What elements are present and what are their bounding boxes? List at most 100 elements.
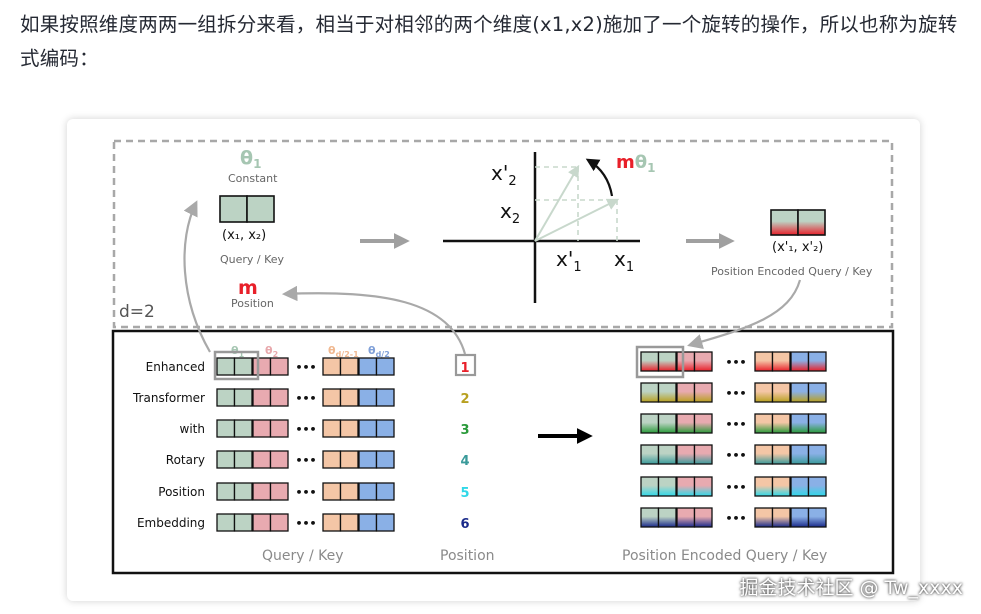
embedding-cell — [269, 388, 289, 407]
encoded-label-top: Position Encoded Query / Key — [711, 265, 873, 278]
encoded-cell — [676, 382, 696, 403]
embedding-cell — [252, 513, 272, 532]
theta-header-label: θ1 — [231, 344, 245, 359]
encoded-cell — [657, 507, 677, 528]
encoded-cell — [676, 476, 696, 497]
position-number: 6 — [460, 517, 469, 532]
encoded-cell — [807, 413, 827, 434]
encoded-pair-cells — [770, 209, 826, 236]
ellipsis: ••• — [295, 423, 316, 436]
highlight-encoded-pair — [635, 345, 685, 379]
embedding-cell — [252, 482, 272, 501]
ellipsis: ••• — [725, 356, 746, 369]
embedding-cell — [339, 419, 359, 438]
encoded-cell — [676, 507, 696, 528]
encoded-cell — [640, 413, 660, 434]
encoded-cell — [657, 382, 677, 403]
highlight-first-pair — [213, 350, 260, 381]
ellipsis: ••• — [295, 486, 316, 499]
embedding-cell — [339, 513, 359, 532]
encoded-cell — [807, 351, 827, 372]
token-word: Position — [158, 485, 205, 499]
embedding-cell — [375, 419, 395, 438]
encoded-cell — [754, 413, 774, 434]
embedding-cell — [358, 513, 378, 532]
embedding-cell — [375, 388, 395, 407]
embedding-cell — [322, 388, 342, 407]
encoded-cell — [640, 351, 660, 372]
encoded-cell — [693, 413, 713, 434]
embedding-cell — [233, 419, 253, 438]
highlight-position-1 — [454, 353, 477, 377]
encoded-cell — [790, 507, 810, 528]
encoded-cell — [771, 413, 791, 434]
embedding-cell — [358, 450, 378, 469]
embedding-cell — [322, 513, 342, 532]
embedding-cell — [375, 482, 395, 501]
encoded-cell — [771, 382, 791, 403]
embedding-cell — [375, 357, 395, 376]
token-word: Rotary — [166, 453, 205, 467]
token-word: Transformer — [132, 391, 205, 405]
encoded-rows: •••••••••••••••••• — [640, 351, 827, 528]
encoded-cell — [657, 444, 677, 465]
embedding-cell — [339, 388, 359, 407]
bottom-box — [111, 329, 895, 575]
ellipsis: ••• — [295, 454, 316, 467]
encoded-cell — [807, 444, 827, 465]
encoded-cell — [807, 507, 827, 528]
embedding-cell — [269, 450, 289, 469]
encoded-cell — [640, 382, 660, 403]
encoded-cell — [754, 476, 774, 497]
encoded-cell — [657, 351, 677, 372]
embedding-cell — [339, 357, 359, 376]
rotation-plot — [443, 152, 640, 303]
encoded-cell — [771, 507, 791, 528]
intro-paragraph: 如果按照维度两两一组拆分来看，相当于对相邻的两个维度(x1,x2)施加了一个旋转… — [20, 13, 958, 70]
embedding-cell — [269, 419, 289, 438]
embedding-cell — [216, 388, 236, 407]
embedding-cell — [252, 419, 272, 438]
embedding-cell — [322, 357, 342, 376]
top-dashed-box — [112, 139, 894, 329]
embedding-cell — [233, 450, 253, 469]
embedding-cell — [216, 419, 236, 438]
embedding-cell — [358, 482, 378, 501]
theta-header-label: θ2 — [265, 344, 278, 359]
encoded-cell — [771, 351, 791, 372]
position-number: 1 — [460, 361, 469, 376]
embedding-cell — [322, 450, 342, 469]
position-label-top: Position — [231, 297, 274, 310]
x1-prime-label: x'1 — [556, 247, 582, 275]
embedding-cell — [322, 419, 342, 438]
encoded-cell — [790, 444, 810, 465]
encoded-cell — [790, 476, 810, 497]
encoded-cell — [790, 382, 810, 403]
m-theta-label: mθ1 — [616, 152, 656, 175]
token-word: Embedding — [137, 516, 205, 530]
token-word: with — [180, 422, 205, 436]
embedding-cell — [339, 482, 359, 501]
theta1-label: θ1 — [240, 147, 261, 171]
encoded-cell — [693, 351, 713, 372]
embedding-cell — [233, 357, 253, 376]
embedding-cell — [269, 482, 289, 501]
encoded-cell — [754, 351, 774, 372]
d2-label: d=2 — [119, 302, 155, 322]
embedding-cell — [269, 513, 289, 532]
embedding-cell — [216, 482, 236, 501]
encoded-cell — [807, 382, 827, 403]
encoded-cell — [754, 507, 774, 528]
ellipsis: ••• — [725, 387, 746, 400]
encoded-cell — [657, 413, 677, 434]
embedding-cell — [375, 450, 395, 469]
position-number: 2 — [460, 392, 469, 407]
ellipsis: ••• — [725, 512, 746, 525]
curve-arrow-to-m — [281, 285, 467, 355]
encoded-cell — [676, 413, 696, 434]
encoded-cell — [754, 382, 774, 403]
input-pair-label: (x₁, x₂) — [222, 228, 266, 243]
position-number: 5 — [460, 486, 469, 501]
embedding-cell — [339, 450, 359, 469]
